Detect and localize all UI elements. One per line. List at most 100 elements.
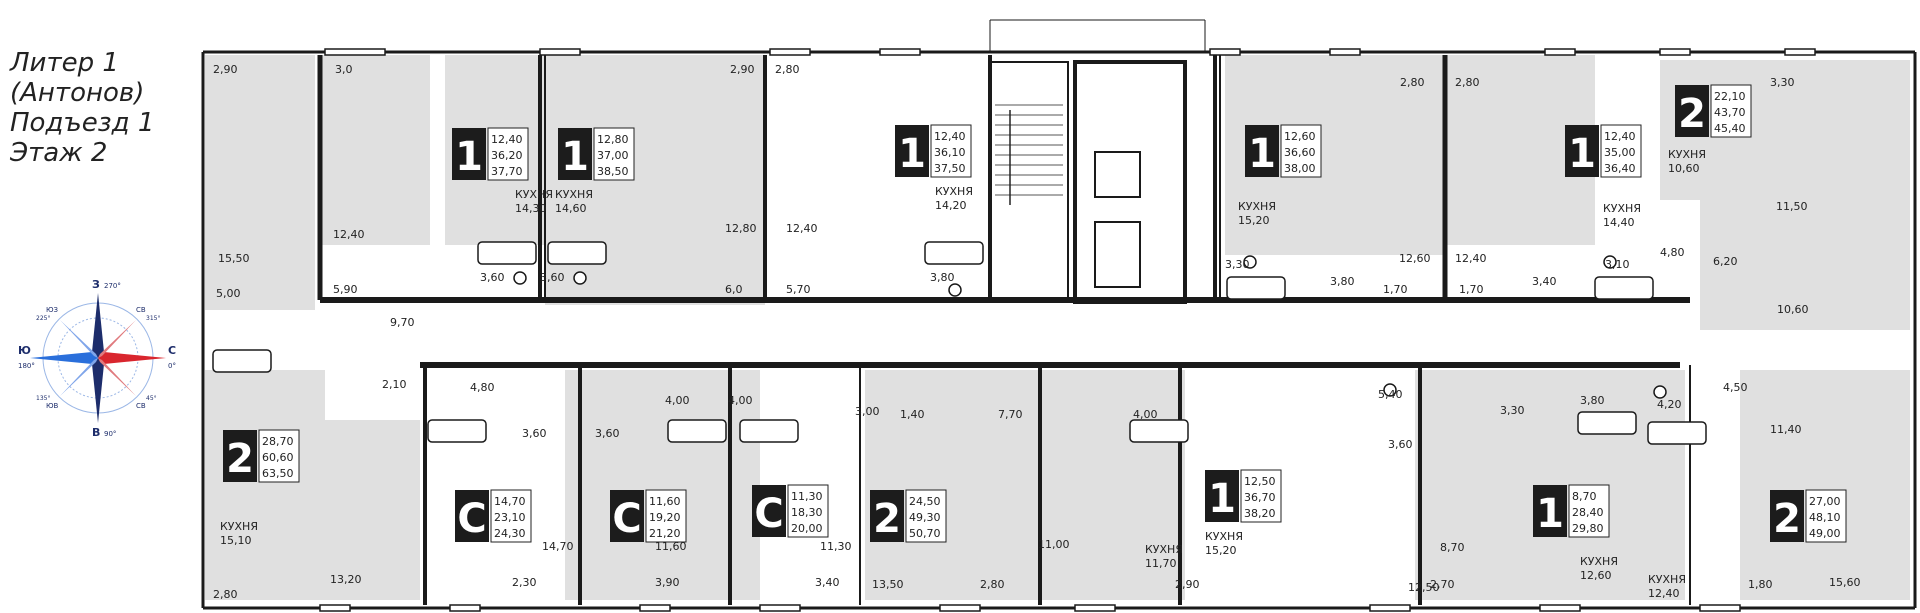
apartment-fills bbox=[205, 55, 1910, 600]
room-area-label: 11,40 bbox=[1770, 423, 1802, 436]
compass-deg-south: 180° bbox=[18, 362, 35, 370]
badge-area-value: 20,00 bbox=[791, 522, 823, 535]
badge-area-value: 37,70 bbox=[491, 165, 523, 178]
caption-line-building: Литер 1 bbox=[10, 48, 119, 78]
apartment-fill-10 bbox=[325, 420, 420, 600]
apartment-fill-4 bbox=[1225, 55, 1335, 255]
room-area-label: 3,80 bbox=[930, 271, 955, 284]
room-area-label: 3,60 bbox=[480, 271, 505, 284]
compass-needle-ne bbox=[98, 320, 136, 358]
badge-area-value: 63,50 bbox=[262, 467, 294, 480]
badge-areas-box bbox=[930, 124, 972, 178]
kitchen-area: 14,30 bbox=[515, 202, 547, 215]
badge-area-value: 19,20 bbox=[649, 511, 681, 524]
caption-line-floor: Этаж 2 bbox=[10, 138, 108, 168]
bathtub-8 bbox=[739, 419, 799, 443]
window-14 bbox=[1074, 604, 1116, 612]
badge-area-value: 35,00 bbox=[1604, 146, 1636, 159]
room-area-label: 4,00 bbox=[665, 394, 690, 407]
badge-box bbox=[558, 128, 592, 180]
badge-rooms: 1 bbox=[1248, 131, 1276, 177]
compass-deg-west: 270° bbox=[104, 282, 121, 290]
kitchen-area: 12,60 bbox=[1580, 569, 1612, 582]
badge-area-value: 28,40 bbox=[1572, 506, 1604, 519]
toilet-5 bbox=[1383, 383, 1397, 397]
badge-areas-box bbox=[1710, 84, 1752, 138]
badge-area-value: 11,30 bbox=[791, 490, 823, 503]
compass-needle-se bbox=[98, 358, 136, 396]
badge-area-value: 14,70 bbox=[494, 495, 526, 508]
badge-area-value: 24,30 bbox=[494, 527, 526, 540]
room-area-label: 4,80 bbox=[1660, 246, 1685, 259]
elevator-cab-2 bbox=[1094, 221, 1141, 288]
apartment-fill-5 bbox=[1335, 55, 1445, 255]
window-4 bbox=[1209, 48, 1241, 56]
badge-area-value: 22,10 bbox=[1714, 90, 1746, 103]
badge-area-value: 12,50 bbox=[1244, 475, 1276, 488]
room-area-label: 4,80 bbox=[470, 381, 495, 394]
room-area-label: 13,50 bbox=[872, 578, 904, 591]
window-5 bbox=[1329, 48, 1361, 56]
badge-area-value: 43,70 bbox=[1714, 106, 1746, 119]
apartment-fill-9 bbox=[205, 370, 325, 600]
apartment-fill-1 bbox=[320, 55, 430, 245]
badge-rooms: 2 bbox=[873, 496, 901, 542]
compass-deg-se: 45° bbox=[146, 395, 157, 402]
compass-needle-east bbox=[92, 358, 104, 423]
badge-area-value: 28,70 bbox=[262, 435, 294, 448]
room-area-label: 1,40 bbox=[900, 408, 925, 421]
badge-box bbox=[870, 490, 904, 542]
room-area-label: 2,80 bbox=[1455, 76, 1480, 89]
badge-area-value: 38,00 bbox=[1284, 162, 1316, 175]
toilet-0 bbox=[513, 271, 527, 285]
badge-area-value: 45,40 bbox=[1714, 122, 1746, 135]
badge-area-value: 36,60 bbox=[1284, 146, 1316, 159]
apartment-fill-7 bbox=[1660, 60, 1910, 200]
compass-rose: С 0° Ю 180° З 270° В 90° СВ 315° СВ 45° … bbox=[18, 278, 176, 438]
kitchen-label: КУХНЯ bbox=[1145, 543, 1183, 556]
badge-rooms: С bbox=[754, 491, 783, 537]
toilet-3 bbox=[1243, 255, 1257, 269]
room-area-label: 10,60 bbox=[1777, 303, 1809, 316]
compass-deg-east: 90° bbox=[104, 430, 116, 438]
room-area-label: 2,90 bbox=[1175, 578, 1200, 591]
room-area-label: 11,60 bbox=[655, 540, 687, 553]
room-area-label: 3,40 bbox=[815, 576, 840, 589]
room-area-label: 13,20 bbox=[330, 573, 362, 586]
bathtub-11 bbox=[1647, 421, 1707, 445]
badge-areas-box bbox=[1240, 469, 1282, 523]
fixtures bbox=[212, 241, 1707, 445]
compass-label-ne: СВ bbox=[136, 306, 146, 314]
kitchen-label: КУХНЯ bbox=[935, 185, 973, 198]
room-area-label: 2,90 bbox=[213, 63, 238, 76]
kitchen-area: 15,20 bbox=[1238, 214, 1270, 227]
badge-area-value: 11,60 bbox=[649, 495, 681, 508]
badge-box bbox=[1533, 485, 1567, 537]
room-area-label: 1,70 bbox=[1459, 283, 1484, 296]
apartment-fill-8 bbox=[1700, 180, 1910, 330]
caption-line-name: (Антонов) bbox=[10, 78, 145, 108]
badge-box bbox=[223, 430, 257, 482]
badge-rooms: С bbox=[457, 496, 486, 542]
room-area-label: 3,60 bbox=[522, 427, 547, 440]
badge-area-value: 37,00 bbox=[597, 149, 629, 162]
room-area-label: 6,20 bbox=[1713, 255, 1738, 268]
badge-area-value: 48,10 bbox=[1809, 511, 1841, 524]
room-area-label: 12,60 bbox=[1399, 252, 1431, 265]
room-area-label: 2,90 bbox=[730, 63, 755, 76]
compass-label-west: З bbox=[92, 278, 100, 291]
window-17 bbox=[1699, 604, 1741, 612]
badge-area-value: 18,30 bbox=[791, 506, 823, 519]
kitchen-label: КУХНЯ bbox=[555, 188, 593, 201]
compass-label-north: С bbox=[168, 344, 176, 357]
badge-box bbox=[452, 128, 486, 180]
window-7 bbox=[1659, 48, 1691, 56]
kitchen-area: 14,40 bbox=[1603, 216, 1635, 229]
